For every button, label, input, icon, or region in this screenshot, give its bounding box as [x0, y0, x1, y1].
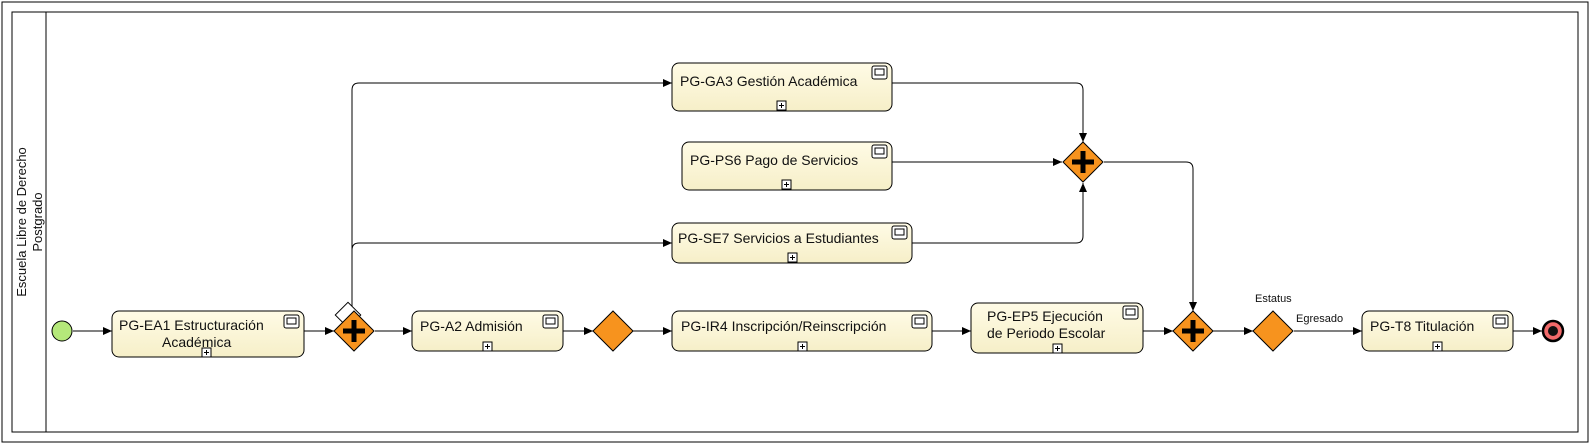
status-label: Estatus: [1255, 293, 1292, 305]
task-pg-a2-line1: PG-A2 Admisión: [420, 318, 523, 334]
task-pg-ep5-line1: PG-EP5 Ejecución: [987, 308, 1103, 324]
flow-ga3-to-gw3: [892, 82, 1087, 142]
status-gateway[interactable]: [1252, 310, 1294, 352]
subprocess-expand-icon[interactable]: [787, 252, 798, 263]
monitor-icon: [542, 314, 559, 329]
start-event[interactable]: [51, 320, 73, 342]
task-pg-se7-line1: PG-SE7 Servicios a Estudiantes: [678, 230, 879, 246]
task-pg-ea1-line2: Académica: [162, 334, 231, 350]
egresado-label: Egresado: [1296, 313, 1343, 325]
pool-label: Escuela Libre de Derecho Postgrado: [14, 147, 45, 297]
task-pg-ga3[interactable]: PG-GA3 Gestión Académica: [671, 62, 893, 112]
task-pg-ga3-line1: PG-GA3 Gestión Académica: [680, 73, 858, 89]
task-pg-ea1[interactable]: PG-EA1 Estructuración Académica: [111, 310, 305, 358]
parallel-gateway-join[interactable]: [1172, 310, 1214, 352]
task-pg-t8[interactable]: PG-T8 Titulación: [1361, 310, 1514, 352]
task-pg-ep5[interactable]: PG-EP5 Ejecución de Periodo Escolar: [970, 302, 1144, 354]
task-pg-t8-line1: PG-T8 Titulación: [1370, 318, 1474, 334]
monitor-icon: [871, 65, 888, 80]
subprocess-expand-icon[interactable]: [201, 347, 212, 358]
monitor-icon: [1492, 314, 1509, 329]
subprocess-expand-icon[interactable]: [781, 179, 792, 190]
subprocess-expand-icon[interactable]: [482, 341, 493, 352]
subprocess-expand-icon[interactable]: [1052, 343, 1063, 354]
parallel-gateway-split[interactable]: [333, 301, 375, 352]
monitor-icon: [911, 314, 928, 329]
task-pg-ep5-line2: de Periodo Escolar: [987, 325, 1106, 341]
flow-se7-to-gw3: [912, 183, 1087, 244]
exclusive-gateway[interactable]: [592, 310, 634, 352]
task-pg-ps6-line1: PG-PS6 Pago de Servicios: [690, 152, 858, 168]
task-pg-ir4-line1: PG-IR4 Inscripción/Reinscripción: [681, 318, 886, 334]
flow-gw1-to-se7: [351, 239, 672, 251]
subprocess-expand-icon[interactable]: [776, 100, 787, 111]
task-pg-a2[interactable]: PG-A2 Admisión: [411, 310, 564, 352]
monitor-icon: [1122, 305, 1139, 320]
subprocess-expand-icon[interactable]: [1432, 341, 1443, 352]
pool: [11, 11, 1579, 433]
parallel-gateway-join-upper[interactable]: [1062, 141, 1104, 183]
task-pg-se7[interactable]: PG-SE7 Servicios a Estudiantes: [671, 222, 913, 264]
subprocess-expand-icon[interactable]: [797, 341, 808, 352]
task-pg-ir4[interactable]: PG-IR4 Inscripción/Reinscripción: [671, 310, 933, 352]
pool-label-line1: Escuela Libre de Derecho: [14, 147, 29, 297]
pool-label-line2: Postgrado: [30, 192, 45, 251]
task-pg-ps6[interactable]: PG-PS6 Pago de Servicios: [681, 141, 893, 191]
flow-gw1-to-ga3: [351, 79, 672, 311]
monitor-icon: [283, 314, 300, 329]
flow-gw3-to-gw4: [1104, 161, 1197, 311]
end-event[interactable]: [1541, 319, 1565, 343]
monitor-icon: [871, 144, 888, 159]
monitor-icon: [891, 225, 908, 240]
task-pg-ea1-line1: PG-EA1 Estructuración: [119, 317, 264, 333]
